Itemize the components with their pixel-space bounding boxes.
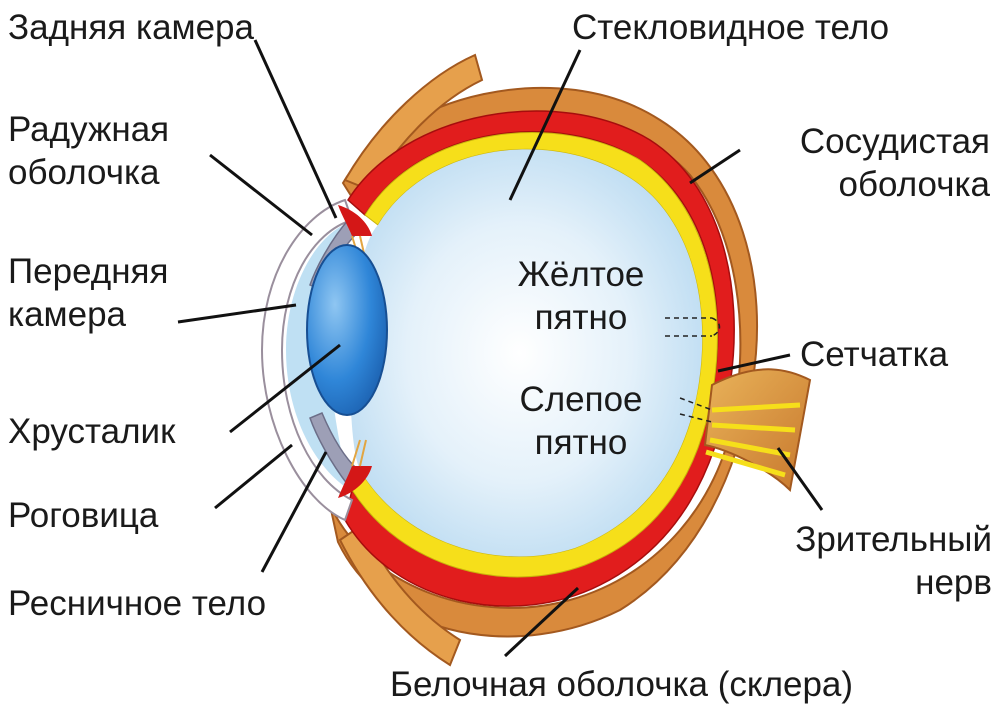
label-lens: Хрусталик [8,412,176,451]
label-optic-nerve-line2: нерв [915,563,992,602]
label-choroid-line2: оболочка [838,165,990,204]
label-blind-spot-line1: Слепое [519,380,643,419]
label-retina: Сетчатка [800,335,949,374]
label-anterior-chamber-line2: камера [8,295,127,334]
cornea [260,198,354,522]
ciliary-body-upper [338,205,372,236]
label-macula: Жёлтое пятно [492,253,670,339]
leader-sclera [503,586,580,658]
vitreous-body [350,149,703,557]
leader-vitreous [508,49,582,201]
label-cornea: Роговица [8,496,159,535]
leader-optic-nerve [776,447,824,511]
iris-lower [309,412,359,487]
label-optic-nerve: Зрительный нерв [730,518,992,604]
label-sclera: Белочная оболочка (склера) [390,665,854,704]
leader-anterior-chamber [177,303,297,324]
label-macula-line1: Жёлтое [517,255,645,294]
label-optic-nerve-line1: Зрительный [795,520,992,559]
label-ciliary-body: Ресничное тело [8,584,267,623]
label-iris-line2: оболочка [8,153,160,192]
blind-spot-dashed-pointer [679,397,713,423]
leader-lines [177,39,824,658]
label-blind-spot-line2: пятно [534,423,628,462]
label-choroid-line1: Сосудистая [799,122,990,161]
leader-iris [209,153,313,237]
leader-lens [229,343,341,434]
label-posterior-chamber: Задняя камера [8,8,254,47]
label-iris-line1: Радужная [8,110,170,149]
label-iris: Радужная оболочка [8,108,169,194]
label-anterior-chamber-line1: Передняя [8,252,169,291]
label-blind-spot: Слепое пятно [492,378,670,464]
label-choroid: Сосудистая оболочка [738,120,990,206]
leader-choroid [689,148,741,185]
optic-nerve-fibers [705,402,801,478]
label-vitreous-body: Стекловидное тело [572,8,890,47]
ciliary-body-lower [338,466,372,498]
leader-ciliary-body [260,451,328,573]
leader-cornea [214,443,293,510]
leader-retina [717,353,791,373]
macula-dashed-pointer [665,317,721,337]
label-macula-line2: пятно [534,298,628,337]
label-anterior-chamber: Передняя камера [8,250,168,336]
leader-posterior-chamber [253,39,338,219]
lens [306,244,388,416]
